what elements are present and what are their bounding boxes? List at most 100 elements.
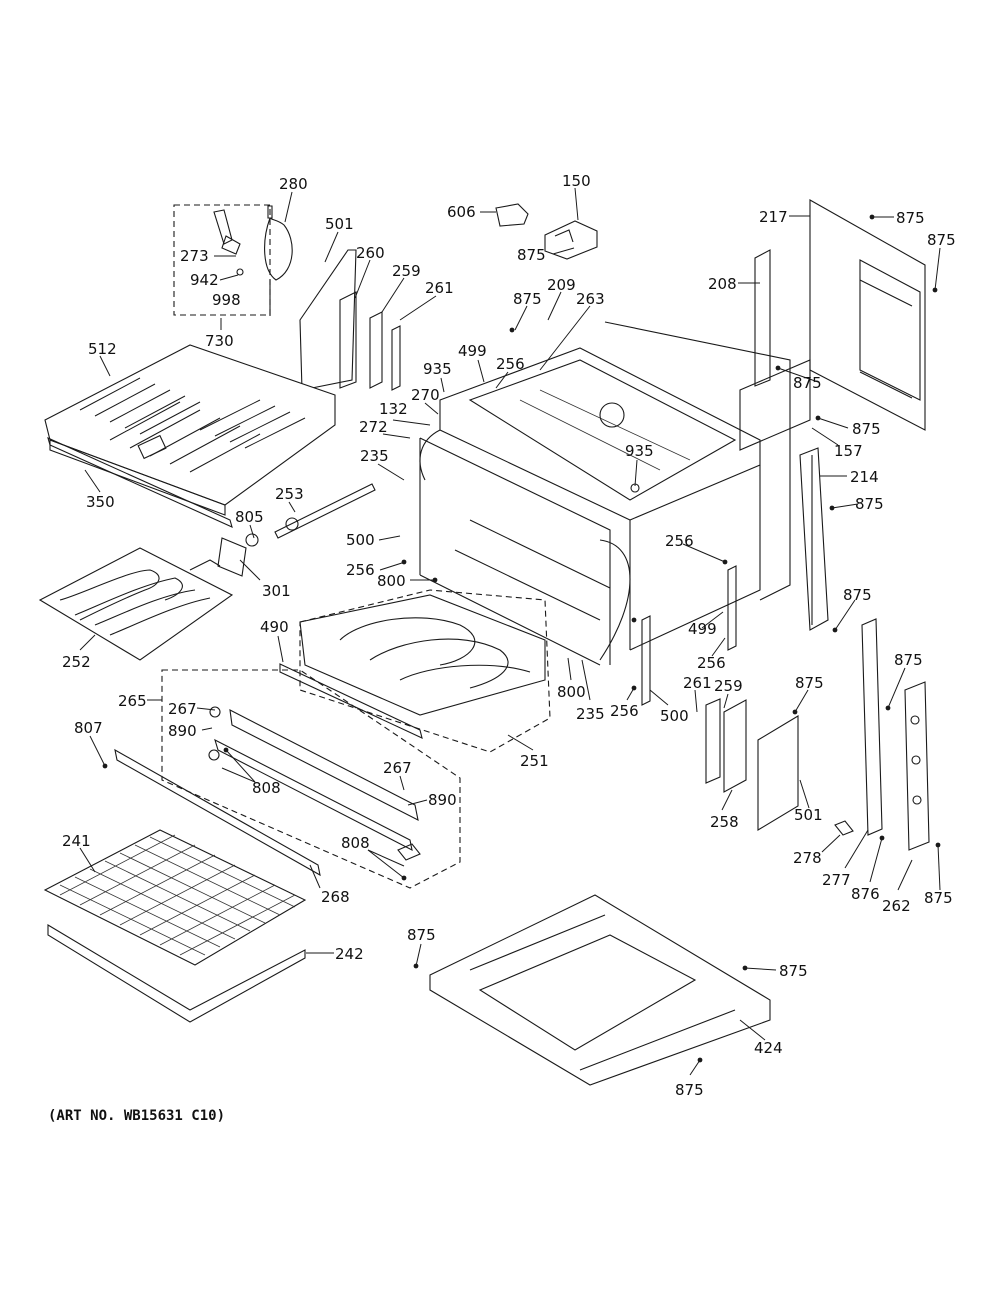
callout-265: 265 [118,692,147,710]
callout-235: 235 [360,447,389,465]
callout-214: 214 [850,468,879,486]
callout-935: 935 [625,442,654,460]
callout-252: 252 [62,653,91,671]
callout-261: 261 [683,674,712,692]
bake-element-251-group [299,589,551,753]
callout-942: 942 [190,271,219,289]
rack-slide-265-group [161,669,461,889]
callout-217: 217 [759,208,788,226]
callout-875: 875 [793,374,822,392]
callout-875: 875 [843,586,872,604]
callout-998: 998 [212,291,241,309]
callout-606: 606 [447,203,476,221]
callout-256: 256 [697,654,726,672]
callout-241: 241 [62,832,91,850]
callout-890: 890 [168,722,197,740]
top-components-150-606 [495,203,598,260]
callout-273: 273 [180,247,209,265]
callout-272: 272 [359,418,388,436]
callout-280: 280 [279,175,308,193]
callout-256: 256 [610,702,639,720]
callout-875: 875 [517,246,546,264]
oven-cavity [419,321,791,666]
callout-875: 875 [896,209,925,227]
callout-875: 875 [855,495,884,513]
art-number-caption: (ART NO. WB15631 C10) [48,1108,225,1124]
callout-261: 261 [425,279,454,297]
callout-875: 875 [795,674,824,692]
callout-875: 875 [894,651,923,669]
base-pan-424 [429,894,771,1086]
callout-209: 209 [547,276,576,294]
callout-267: 267 [383,759,412,777]
back-panels-208-217 [739,199,926,451]
callout-268: 268 [321,888,350,906]
callout-876: 876 [851,885,880,903]
callout-256: 256 [346,561,375,579]
callout-500: 500 [346,531,375,549]
callout-157: 157 [834,442,863,460]
callout-730: 730 [205,332,234,350]
side-vent-parts-top [299,249,401,391]
callout-leaders [79,187,941,1076]
callout-251: 251 [520,752,549,770]
rail-350 [47,437,233,528]
callout-260: 260 [356,244,385,262]
kit-730-group [173,204,293,316]
callout-500: 500 [660,707,689,725]
callout-875: 875 [852,420,881,438]
callout-875: 875 [407,926,436,944]
callout-875: 875 [513,290,542,308]
callout-501: 501 [794,806,823,824]
callout-800: 800 [377,572,406,590]
top-cover-panel-512 [44,344,336,516]
callout-208: 208 [708,275,737,293]
right-side-parts [641,565,799,831]
channel-214 [799,447,829,631]
callout-875: 875 [927,231,956,249]
callout-350: 350 [86,493,115,511]
callout-499: 499 [688,620,717,638]
callout-808: 808 [252,779,281,797]
callout-501: 501 [325,215,354,233]
callout-935: 935 [423,360,452,378]
callout-258: 258 [710,813,739,831]
rail-268 [114,748,321,877]
callout-512: 512 [88,340,117,358]
callout-807: 807 [74,719,103,737]
callout-256: 256 [496,355,525,373]
callout-labels: 280 501 273 942 998 730 260 259 261 606 … [62,172,956,1099]
callout-424: 424 [754,1039,783,1057]
callout-301: 301 [262,582,291,600]
oven-rack-241 [43,829,307,966]
callout-278: 278 [793,849,822,867]
callout-132: 132 [379,400,408,418]
callout-277: 277 [822,871,851,889]
extension-rail-242 [47,924,306,1023]
callout-499: 499 [458,342,487,360]
fastener-dots [102,214,941,1063]
callout-890: 890 [428,791,457,809]
callout-262: 262 [882,897,911,915]
callout-253: 253 [275,485,304,503]
callout-875: 875 [675,1081,704,1099]
callout-150: 150 [562,172,591,190]
callout-263: 263 [576,290,605,308]
callout-267: 267 [168,700,197,718]
callout-242: 242 [335,945,364,963]
callout-235: 235 [576,705,605,723]
callout-875: 875 [924,889,953,907]
callout-259: 259 [392,262,421,280]
callout-800: 800 [557,683,586,701]
callout-270: 270 [411,386,440,404]
broil-element-252 [38,547,234,661]
components-253-301-805 [217,483,376,577]
callout-805: 805 [235,508,264,526]
hinge-parts-262-277 [834,618,930,851]
rail-490 [279,663,423,739]
callout-259: 259 [714,677,743,695]
callout-256: 256 [665,532,694,550]
callout-875: 875 [779,962,808,980]
callout-490: 490 [260,618,289,636]
